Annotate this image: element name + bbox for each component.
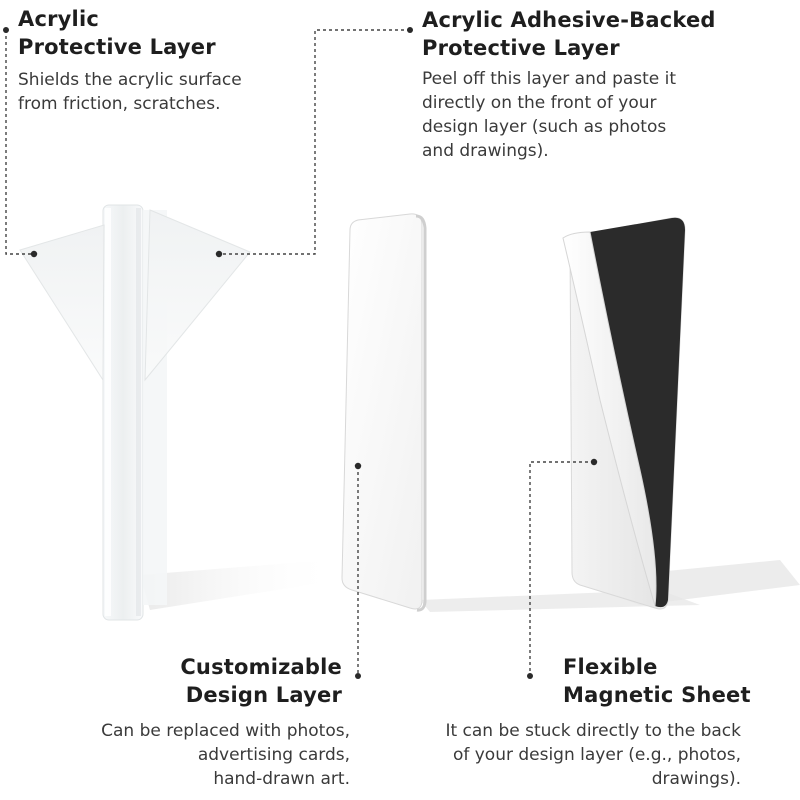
title-line: Design Layer [185,683,342,707]
desc-line: directly on the front of your [422,93,657,113]
desc-line: It can be stuck directly to the back [445,721,741,741]
desc-line: from friction, scratches. [18,94,221,114]
desc-line: of your design layer (e.g., photos, [452,745,741,765]
acrylic-protective-description: Shields the acrylic surface from frictio… [18,68,242,116]
leader-dots [3,27,598,679]
acrylic-shadow [140,560,340,610]
title-line: Acrylic [18,7,99,31]
desc-line: Can be replaced with photos, [101,721,350,741]
design-layer-description: Can be replaced with photos, advertising… [101,719,350,791]
leader-lines [5,29,594,676]
desc-line: design layer (such as photos [422,117,667,137]
desc-line: Shields the acrylic surface [18,70,242,90]
title-line: Acrylic Adhesive-Backed [422,8,716,32]
desc-line: drawings). [651,769,741,789]
acrylic-protective-film [19,209,251,382]
title-line: Flexible [563,655,658,679]
title-line: Protective Layer [18,35,216,59]
desc-line: hand-drawn art. [213,769,350,789]
title-line: Magnetic Sheet [563,683,751,707]
design-layer-card [341,213,427,612]
magnetic-sheet-title: Flexible Magnetic Sheet [563,653,751,709]
desc-line: and drawings). [422,141,549,161]
adhesive-backed-description: Peel off this layer and paste it directl… [422,67,676,163]
design-layer-title: Customizable Design Layer [180,653,342,709]
title-line: Protective Layer [422,36,620,60]
leader-adhesive-backed [219,29,410,255]
leader-magnetic-sheet [529,461,594,676]
desc-line: advertising cards, [197,745,350,765]
magnetic-sheet-description: It can be stuck directly to the back of … [445,719,741,791]
acrylic-protective-title: Acrylic Protective Layer [18,5,216,61]
title-line: Customizable [180,655,342,679]
magnetic-sheet [562,217,686,610]
desc-line: Peel off this layer and paste it [422,69,677,89]
adhesive-backed-title: Acrylic Adhesive-Backed Protective Layer [422,6,716,62]
leader-acrylic-protective [5,30,34,255]
